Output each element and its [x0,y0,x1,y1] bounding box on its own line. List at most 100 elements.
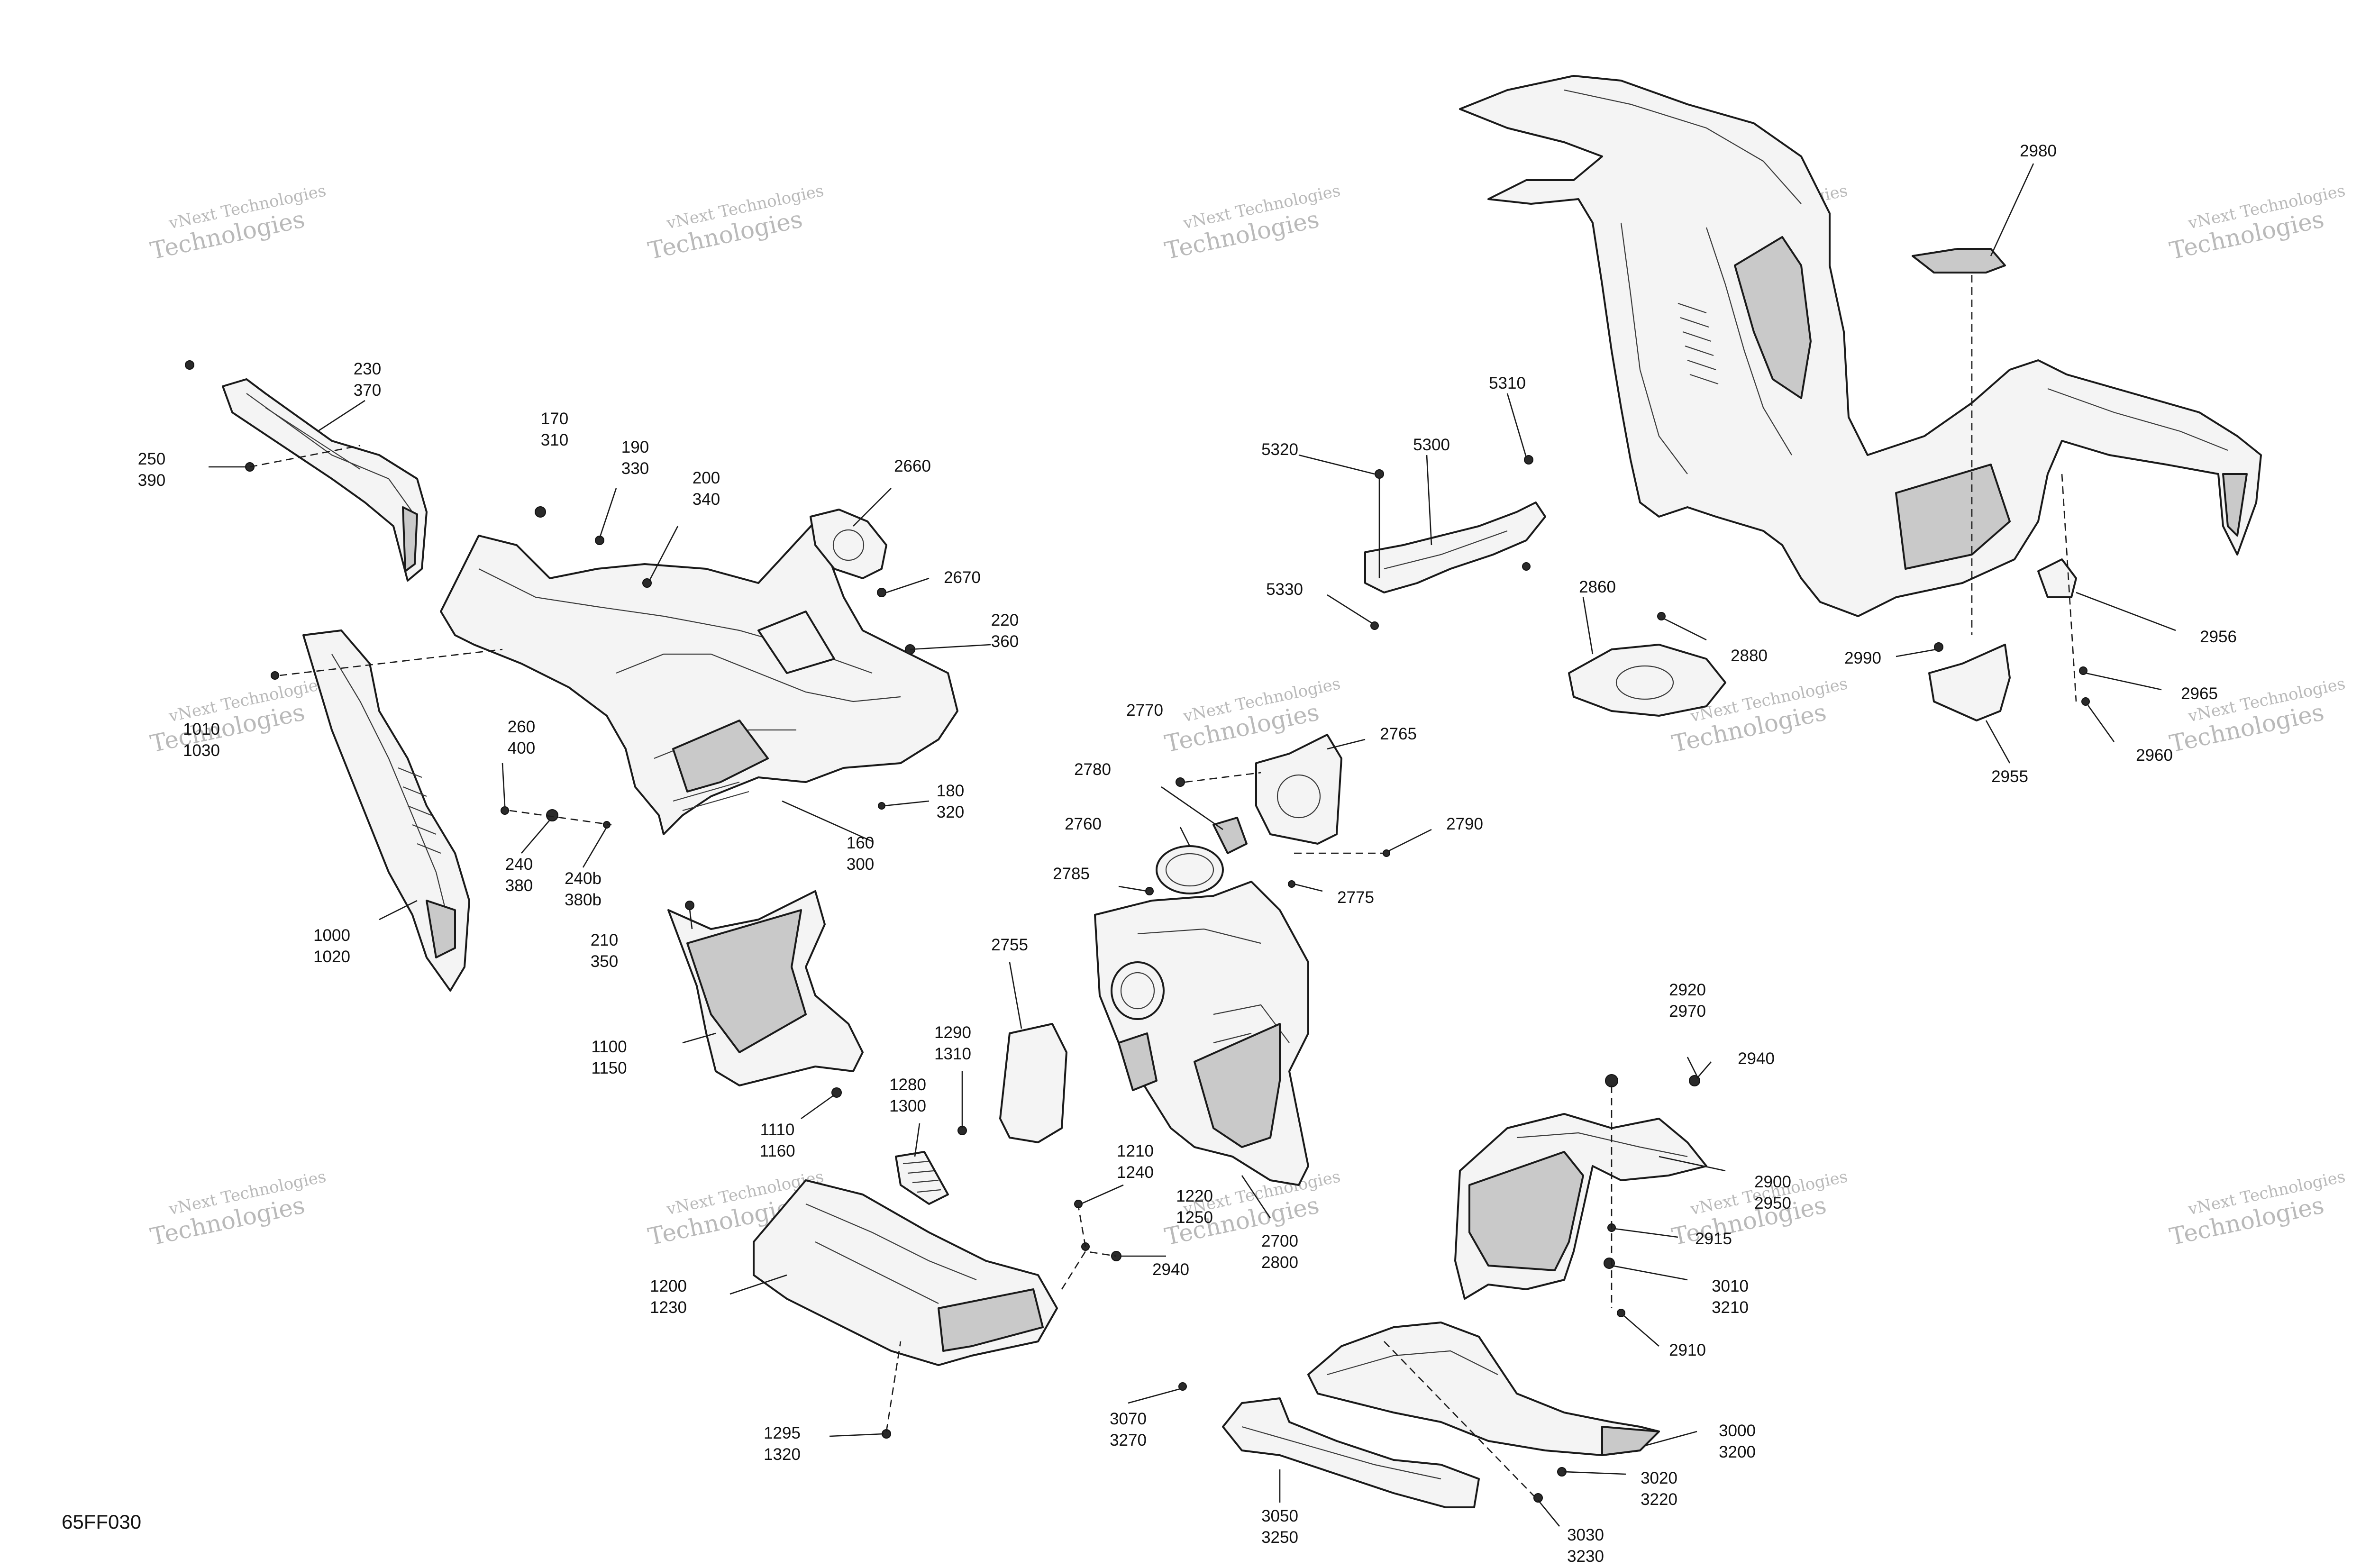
watermark-11: vNext Technologies Technologies [148,1167,328,1250]
part-console-recess [1194,1023,1281,1148]
hw-2910 [1617,1309,1625,1317]
hw-200 [642,578,652,588]
part-console-slot [1118,1032,1158,1091]
hw-240 [546,809,558,821]
callout-2775: 2775 [1337,888,1374,907]
part-left-side-panel-insert [426,900,456,958]
hw-2670 [877,588,886,597]
hw-5310 [1524,455,1533,465]
part-lid-2755 [999,1023,1067,1143]
watermark-6: vNext Technologies Technologies [148,674,328,757]
part-floor-panel [753,1179,1058,1366]
callout-2755: 2755 [991,936,1028,954]
part-lower-trim-3050 [1222,1397,1480,1508]
hw-5330 [1370,621,1379,630]
callout-5300: 5300 [1413,436,1450,454]
hw-2990 [1934,642,1943,652]
callout-2960: 2960 [2136,746,2173,765]
callout-2765: 2765 [1380,725,1417,743]
callout-2785: 2785 [1053,865,1090,883]
hw-3010 [1604,1258,1615,1269]
hw-5320 [1375,469,1384,479]
part-main-fascia-lower-insert [672,720,769,793]
callout-2660: 2660 [894,457,931,475]
watermark-5: vNext Technologies Technologies [2167,181,2347,264]
part-rear-panel-3000-shade [1601,1426,1660,1456]
hw-170 [535,506,546,518]
hw-2775 [1288,880,1295,888]
watermark-1: vNext Technologies Technologies [148,181,328,264]
callout-5330: 5330 [1266,580,1303,599]
hw-2920 [1605,1074,1618,1087]
callout-2670: 2670 [944,568,981,587]
callout-2956: 2956 [2200,628,2237,646]
hw-260 [501,806,509,815]
callout-2770: 2770 [1126,701,1163,720]
assembly-lines [249,445,2077,1498]
callout-2955: 2955 [1991,767,2028,786]
part-lower-side-cover-shade [686,909,807,1053]
hw-3030 [1533,1493,1543,1503]
part-bracket-2860 [1568,644,1726,717]
part-main-fascia-cutout [757,611,835,674]
callout-2940a: 2940 [1152,1260,1189,1279]
callout-2780: 2780 [1074,760,1111,779]
callout-2990: 2990 [1844,649,1881,667]
hw-5310-nut [1522,562,1531,571]
part-inner-fender-shade [1468,1151,1584,1271]
part-bracket-5300 [1364,501,1546,593]
parts-lower-right-group [1178,1074,1707,1508]
part-main-fascia [440,520,958,835]
hw-3070 [1178,1382,1187,1391]
part-2780 [1212,817,1248,854]
hw-2960 [2081,697,2090,706]
hw-1010 [271,671,279,680]
parts-left-group [185,360,1121,1439]
part-clip-2956 [2037,558,2077,598]
part-grate [895,1151,949,1205]
part-front-body-shade-left [1734,236,1812,399]
part-cover-2660 [810,509,887,579]
part-bracket-2955 [1928,644,2011,721]
part-front-body-shade-right [1895,464,2011,570]
hw-180 [878,802,885,810]
parts-right-group [1459,75,2262,721]
hw-2880 [1657,612,1666,620]
hw-2790 [1383,849,1390,857]
callout-2860: 2860 [1579,578,1616,596]
callout-2790: 2790 [1446,815,1483,833]
part-upper-side-trim [222,378,428,582]
callout-2965: 2965 [2181,684,2218,703]
leader-lines [209,163,2176,1527]
callout-2880: 2880 [1731,647,1768,665]
watermark-15: vNext Technologies Technologies [2167,1167,2347,1250]
